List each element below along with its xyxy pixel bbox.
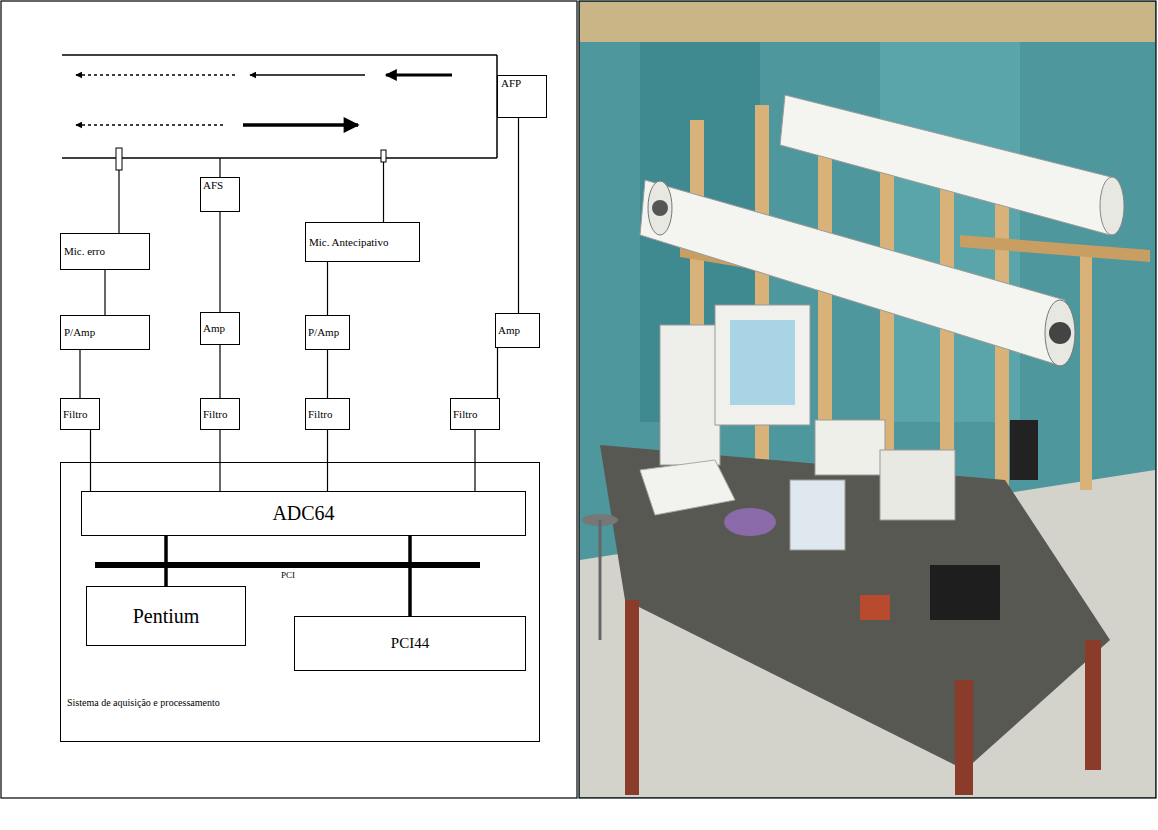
- wire: [118, 170, 119, 233]
- microphone-box: Mic. Antecipativo: [305, 222, 420, 262]
- box-label: P/Amp: [64, 326, 95, 339]
- duct-wall: [62, 54, 497, 56]
- pipe-end: [1100, 177, 1124, 235]
- signal-wire: [474, 430, 475, 491]
- speaker: [652, 200, 668, 216]
- pipe-end: [1045, 300, 1075, 366]
- wire: [383, 162, 384, 222]
- signal-wire: [219, 430, 220, 491]
- amplifier-box: P/Amp: [305, 315, 350, 350]
- box-label: Amp: [498, 324, 520, 337]
- instrument: [1010, 420, 1038, 480]
- amplifier-box: Amp: [200, 312, 240, 345]
- monitor: [715, 305, 810, 425]
- box-label: P/Amp: [308, 326, 339, 339]
- lab-photo: [579, 1, 1156, 798]
- bench-leg: [625, 600, 639, 795]
- wire: [219, 158, 220, 177]
- signal-wire: [327, 430, 328, 491]
- box-label: Filtro: [203, 408, 227, 421]
- monitor-screen: [730, 320, 795, 405]
- dsp-board-box: PCI44: [294, 616, 526, 671]
- microphone-symbol: [381, 150, 386, 162]
- amplifier-box: Amp: [495, 313, 540, 348]
- box-label: AFP: [501, 77, 521, 90]
- wood-post: [1080, 250, 1092, 490]
- speaker: [1049, 322, 1071, 344]
- box-label: Filtro: [308, 408, 332, 421]
- sensor-box: AFS: [200, 177, 240, 212]
- box-label: Pentium: [133, 605, 200, 628]
- pc-tower: [660, 325, 720, 465]
- signal-wire: [219, 212, 220, 312]
- signal-wire: [90, 430, 91, 491]
- wood-beam: [960, 235, 1150, 262]
- pci-bus: [95, 562, 480, 568]
- microphone-box: Mic. erro: [60, 233, 150, 270]
- instrument: [860, 595, 890, 620]
- photo-ground: [579, 1, 1156, 798]
- wave-arrow: [76, 74, 235, 75]
- wave-arrow: [243, 123, 358, 127]
- panel-frame: [1, 1, 577, 798]
- wave-arrow: [386, 74, 452, 77]
- box-label: Filtro: [63, 408, 87, 421]
- keyboard: [640, 460, 735, 515]
- bench-leg: [955, 680, 973, 795]
- ceiling: [580, 2, 1155, 42]
- box-label: Mic. Antecipativo: [309, 236, 388, 249]
- signal-wire: [327, 262, 328, 315]
- signal-wire: [79, 350, 80, 398]
- wave-arrow: [76, 124, 224, 125]
- converter-box: ADC64: [81, 491, 526, 536]
- pipe-end: [648, 181, 672, 235]
- signal-wire: [219, 345, 220, 398]
- instrument: [880, 450, 955, 520]
- mouse-pad: [724, 508, 776, 536]
- duct-pipe: [780, 95, 1115, 235]
- system-box: Sistema de aquisição e processamento ADC6…: [60, 462, 540, 742]
- bench-leg: [1085, 640, 1101, 770]
- amplifier-box: P/Amp: [60, 315, 150, 350]
- box-label: Sistema de aquisição e processamento: [67, 697, 220, 709]
- instrument: [930, 565, 1000, 620]
- signal-wire: [408, 536, 412, 616]
- filter-box: Filtro: [200, 398, 240, 430]
- filter-box: Filtro: [60, 398, 100, 430]
- signal-wire: [327, 350, 328, 398]
- box-label: Amp: [203, 322, 225, 335]
- instrument: [815, 420, 885, 475]
- box-label: AFS: [203, 179, 223, 192]
- microphone-symbol: [116, 148, 122, 170]
- signal-wire: [104, 270, 105, 315]
- stool: [599, 520, 602, 640]
- wave-arrow: [250, 74, 365, 76]
- duct-wall: [62, 157, 497, 159]
- bus-label: PCI: [280, 571, 296, 581]
- sensor-box: AFP: [497, 75, 547, 118]
- box-label: Filtro: [453, 408, 477, 421]
- processor-box: Pentium: [86, 586, 246, 646]
- signal-wire: [518, 118, 519, 313]
- instrument: [790, 480, 845, 550]
- box-label: ADC64: [272, 502, 334, 525]
- bench-top: [600, 445, 1110, 770]
- box-label: Mic. erro: [64, 245, 105, 258]
- box-label: PCI44: [391, 635, 429, 652]
- signal-wire: [497, 348, 498, 398]
- filter-box: Filtro: [305, 398, 350, 430]
- signal-wire: [164, 536, 168, 586]
- filter-box: Filtro: [450, 398, 500, 430]
